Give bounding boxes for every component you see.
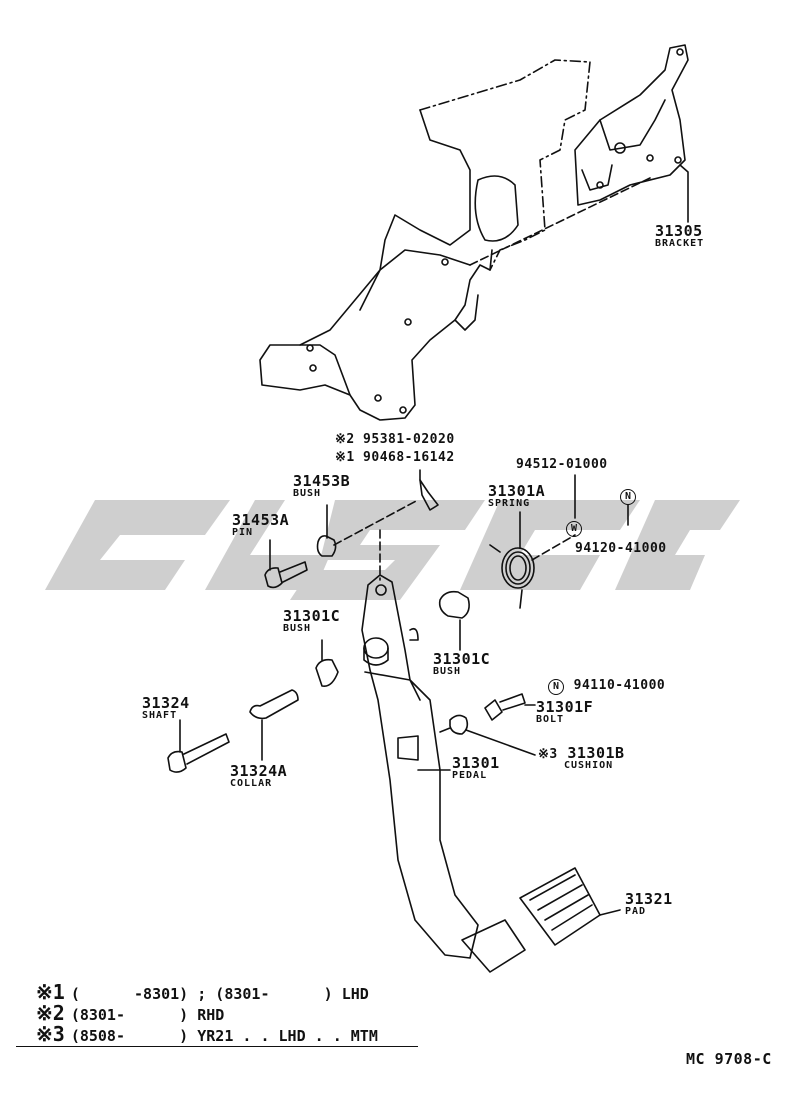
note-mark: ※3 — [538, 747, 558, 762]
part-number: 31453B — [293, 472, 351, 490]
watermark-logo — [45, 500, 740, 600]
callout-31305: 31305 BRACKET — [655, 224, 704, 249]
callout-31324: 31324 SHAFT — [142, 696, 190, 721]
callout-90468-16142: ※1 90468-16142 — [335, 450, 455, 465]
part-number: 31301C — [433, 650, 491, 668]
callout-31301c-right: 31301C BUSH — [433, 652, 490, 677]
part-name: PIN — [232, 527, 254, 538]
washer-mark-icon: W — [566, 521, 582, 537]
part-name: PAD — [625, 906, 647, 917]
pin-31453a — [264, 561, 308, 589]
note-2: ※2 (8301- ) RHD — [36, 1003, 224, 1023]
note-3: ※3 (8508- ) YR21 . . LHD . . MTM — [36, 1024, 378, 1044]
part-name: BRACKET — [655, 238, 705, 249]
bracket-31305 — [574, 44, 689, 206]
callout-31324a: 31324A COLLAR — [230, 764, 287, 789]
part-name: PEDAL — [452, 770, 488, 781]
part-number: 31301B — [567, 744, 625, 762]
bush-31453b — [316, 535, 337, 557]
callout-31453a: 31453A PIN — [232, 513, 289, 538]
panel-body — [259, 109, 493, 421]
note-text: (8301- ) RHD — [70, 1006, 225, 1024]
notes-underline — [16, 1046, 418, 1047]
part-number: 31324A — [230, 762, 288, 780]
part-number: 94110-41000 — [573, 678, 666, 693]
part-number: 31301A — [488, 482, 546, 500]
note-mark: ※1 — [36, 980, 65, 1004]
bolt-31301f — [484, 693, 526, 721]
note-mark: ※3 — [36, 1022, 65, 1046]
callout-94110-41000: N 94110-41000 — [548, 676, 665, 695]
note-mark: ※2 — [36, 1001, 65, 1025]
bush-31301c-right — [438, 590, 470, 619]
part-name: BOLT — [536, 714, 565, 725]
linework — [167, 44, 689, 973]
nut-mark: N — [620, 486, 636, 505]
part-name: SPRING — [488, 498, 531, 509]
collar-31324a — [249, 689, 299, 720]
callout-31301b: ※3 31301B CUSHION — [538, 745, 625, 771]
part-name: BUSH — [293, 488, 322, 499]
figure-code: MC 9708-C — [686, 1050, 772, 1068]
shaft-31324 — [167, 733, 230, 773]
part-number: 31301F — [536, 698, 594, 716]
part-number: 31301C — [283, 607, 341, 625]
part-name: COLLAR — [230, 778, 273, 789]
cushion-31301b — [439, 714, 469, 735]
bush-31301c-left — [315, 658, 339, 688]
part-name: BUSH — [433, 666, 462, 677]
note-1: ※1 ( -8301) ; (8301- ) LHD — [36, 982, 369, 1002]
part-name: CUSHION — [564, 760, 614, 771]
note-text: (8508- ) YR21 . . LHD . . MTM — [70, 1027, 378, 1045]
callout-31301: 31301 PEDAL — [452, 756, 500, 781]
pedal-31301 — [361, 574, 526, 973]
cotter-pin — [419, 479, 439, 511]
part-number: 31453A — [232, 511, 290, 529]
callout-94512-01000: 94512-01000 — [516, 457, 608, 472]
nut-mark-icon: N — [548, 679, 564, 695]
part-number: 31321 — [625, 890, 673, 908]
part-number: 31324 — [142, 694, 190, 712]
part-number: 31305 — [655, 222, 703, 240]
spring-31301a — [489, 544, 535, 609]
pad-31321 — [519, 867, 621, 946]
callout-31301c-left: 31301C BUSH — [283, 609, 340, 634]
callout-31301f: 31301F BOLT — [536, 700, 593, 725]
callout-31321: 31321 PAD — [625, 892, 673, 917]
dash-panel-hole — [474, 175, 519, 242]
callout-31301a: 31301A SPRING — [488, 484, 545, 509]
callout-31453b: 31453B BUSH — [293, 474, 350, 499]
washer-mark: W — [566, 518, 582, 537]
callout-95381-02020: ※2 95381-02020 — [335, 432, 455, 447]
callout-94120-41000: 94120-41000 — [575, 541, 667, 556]
note-text: ( -8301) ; (8301- ) LHD — [70, 985, 369, 1003]
dash-panel-outline — [419, 59, 591, 271]
part-number: 31301 — [452, 754, 500, 772]
part-name: BUSH — [283, 623, 312, 634]
part-name: SHAFT — [142, 710, 178, 721]
nut-mark-icon: N — [620, 489, 636, 505]
